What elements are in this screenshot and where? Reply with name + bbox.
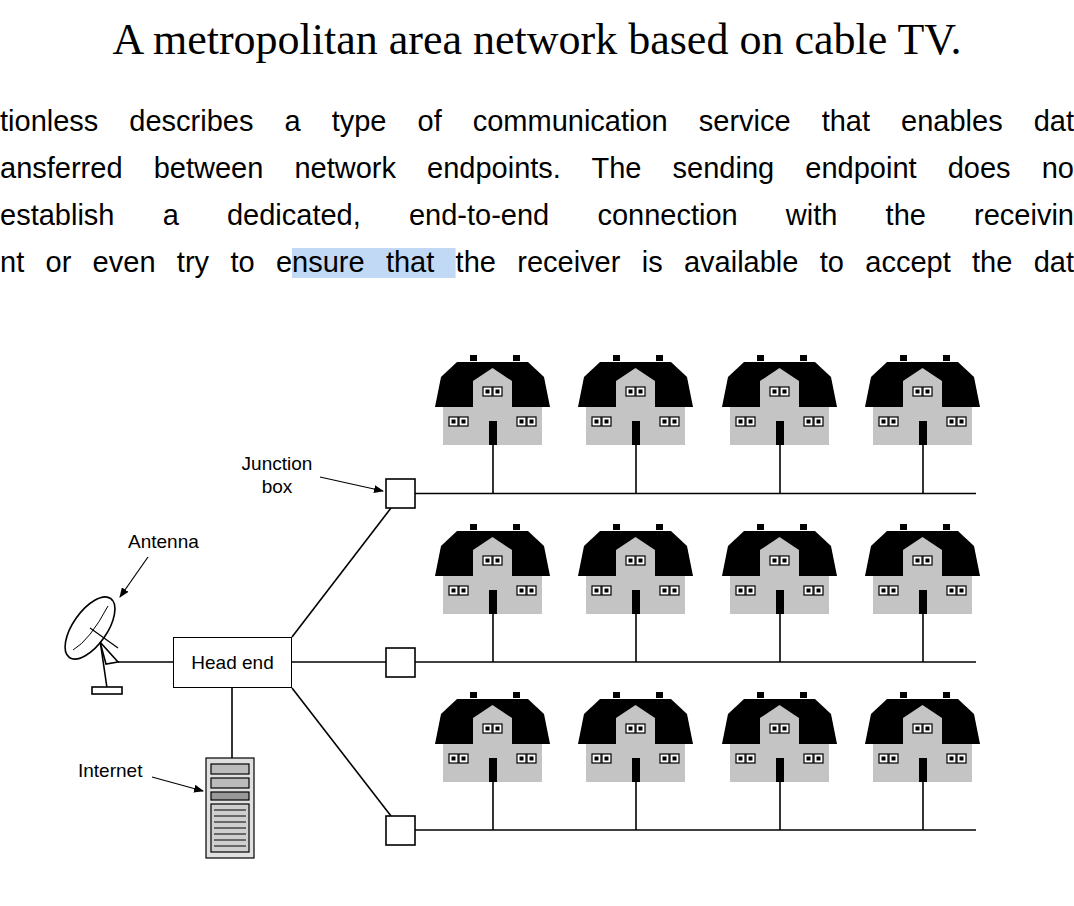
leader-arrow [120,557,148,597]
house [722,355,837,493]
callout-label: Antenna [128,530,199,553]
house [435,355,550,493]
house [865,692,980,830]
page-title: A metropolitan area network based on cab… [0,12,1074,68]
server-slot [211,792,249,800]
houses [435,355,980,830]
internet-cable [231,688,233,758]
paragraph-line: nt or even try to ensure that the receiv… [0,244,1074,280]
house [435,524,550,662]
house [865,355,980,493]
server-slot [211,764,249,774]
house [578,355,693,493]
street-cable [415,661,976,663]
feeder-cable [292,661,386,663]
leader-arrow [320,477,383,491]
house [578,692,693,830]
server-bay [211,804,249,852]
dish-feed [90,628,118,648]
feeder-cable [292,688,391,816]
dish-base [92,687,122,694]
process-box: Head end [173,637,292,688]
house [578,524,693,662]
leader-lines [120,477,383,791]
junction-box [386,479,415,508]
house [435,692,550,830]
antenna-dish [55,589,124,694]
antenna-cable [118,661,173,663]
paragraph-line: establish a dedicated, end-to-end connec… [0,197,1074,233]
street-cable [415,493,976,495]
callout-label: Junction box [234,452,320,498]
street-cable [415,829,976,831]
junction-box [386,648,415,677]
server-vents [214,810,246,846]
dish-mount [100,642,118,664]
server-slot [211,778,249,788]
server-case [206,758,254,858]
box-label: Head end [191,651,273,674]
junction-box [386,816,415,845]
paragraph-line: tionless describes a type of communicati… [0,103,1074,139]
feeder-cable [292,508,391,637]
leader-arrow [152,777,203,791]
house [722,692,837,830]
junction-boxes [386,479,415,845]
cables [118,494,976,831]
house [722,524,837,662]
paragraph-line: ansferred between network endpoints. The… [0,150,1074,186]
dish-reflector [55,589,124,667]
house [865,524,980,662]
callout-label: Internet [78,759,142,782]
server [206,758,254,858]
